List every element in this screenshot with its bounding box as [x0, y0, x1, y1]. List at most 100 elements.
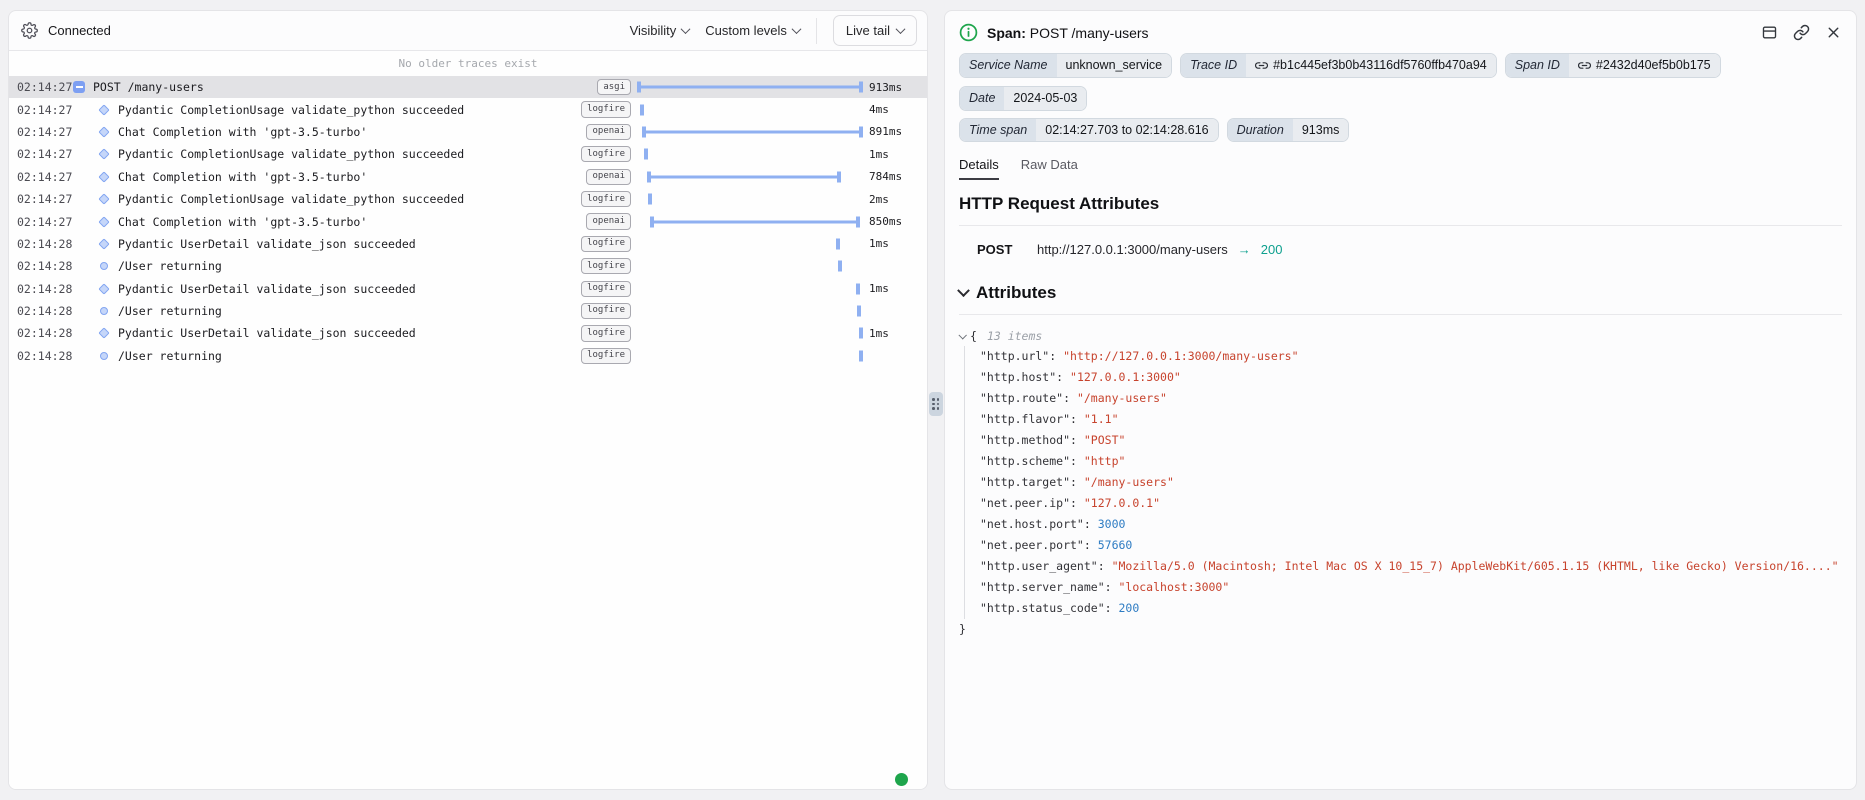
- duration-bar: [648, 193, 653, 205]
- span-tag-cell: openai: [581, 168, 631, 185]
- span-name: Pydantic UserDetail validate_json succee…: [118, 236, 416, 251]
- trace-row[interactable]: 02:14:27 Pydantic CompletionUsage validat…: [9, 143, 927, 165]
- duration-bar: [855, 283, 860, 295]
- trace-row-timestamp: 02:14:28: [17, 259, 73, 274]
- span-name: Pydantic UserDetail validate_json succee…: [118, 281, 416, 296]
- json-key: "http.flavor": [980, 412, 1071, 426]
- span-diamond-icon: [98, 215, 110, 228]
- span-tree-cell: Pydantic CompletionUsage validate_python…: [73, 192, 581, 206]
- span-name: Pydantic CompletionUsage validate_python…: [118, 147, 465, 162]
- span-tag-cell: logfire: [581, 146, 631, 163]
- json-key: "http.route": [980, 391, 1064, 405]
- duration-label: 2ms: [869, 192, 889, 206]
- span-tag-cell: asgi: [581, 79, 631, 96]
- json-line: "http.method": "POST": [980, 430, 1842, 451]
- json-colon: :: [1097, 559, 1112, 573]
- span-tree-cell: Chat Completion with 'gpt-3.5-turbo': [73, 215, 581, 229]
- trace-row-timestamp: 02:14:27: [17, 102, 73, 117]
- span-name: Pydantic CompletionUsage validate_python…: [118, 102, 465, 117]
- span-tree-cell: Pydantic UserDetail validate_json succee…: [73, 237, 581, 251]
- tab-raw-data[interactable]: Raw Data: [1020, 157, 1078, 172]
- timeline-bar-cell: [637, 76, 863, 98]
- timeline-toolbar: Connected Visibility Custom levels Live …: [9, 11, 927, 51]
- trace-row-timestamp: 02:14:28: [17, 348, 73, 363]
- json-line: "http.server_name": "localhost:3000": [980, 577, 1842, 598]
- json-collapse-icon[interactable]: [958, 330, 967, 340]
- badge-value-text: #b1c445ef3b0b43116df5760ffb470a94: [1273, 58, 1487, 73]
- json-colon: :: [1104, 601, 1119, 615]
- badge-value: #b1c445ef3b0b43116df5760ffb470a94: [1246, 54, 1496, 77]
- timeline-bar-cell: [637, 166, 863, 188]
- span-diamond-icon: [98, 327, 110, 340]
- trace-row[interactable]: 02:14:28 Pydantic UserDetail validate_jso…: [9, 233, 927, 255]
- span-tag: logfire: [581, 235, 631, 253]
- json-line: "net.peer.ip": "127.0.0.1": [980, 493, 1842, 514]
- duration-bar: [637, 81, 863, 93]
- trace-row-timestamp: 02:14:27: [17, 147, 73, 162]
- span-diamond-icon: [98, 126, 110, 138]
- timeline-bar-cell: [637, 121, 863, 143]
- json-string-value: "http://127.0.0.1:3000/many-users": [1063, 349, 1299, 363]
- attributes-heading-text: Attributes: [976, 283, 1057, 302]
- chevron-down-icon: [957, 283, 970, 297]
- live-tail-button[interactable]: Live tail: [832, 15, 917, 46]
- gear-icon[interactable]: [21, 22, 38, 39]
- span-tag: openai: [586, 123, 631, 141]
- span-tag-cell: logfire: [581, 258, 631, 275]
- custom-levels-dropdown[interactable]: Custom levels: [705, 23, 802, 38]
- json-key: "http.scheme": [980, 454, 1071, 468]
- dock-panel-icon[interactable]: [1761, 24, 1778, 41]
- span-tag-cell: openai: [581, 213, 631, 230]
- duration-bar: [856, 305, 861, 317]
- visibility-dropdown[interactable]: Visibility: [630, 23, 691, 38]
- span-tag: logfire: [581, 347, 631, 364]
- badge-value-text: unknown_service: [1065, 58, 1163, 73]
- span-details-panel: Span: POST /many-users: [944, 10, 1857, 790]
- chevron-down-icon: [895, 24, 906, 35]
- trace-row-timestamp: 02:14:28: [17, 236, 73, 251]
- close-icon[interactable]: [1825, 24, 1842, 41]
- attributes-heading[interactable]: Attributes: [957, 283, 1842, 315]
- json-key: "http.url": [980, 349, 1050, 363]
- json-key: "http.host": [980, 370, 1057, 384]
- tab-details[interactable]: Details: [959, 157, 999, 180]
- json-string-value: "POST": [1083, 433, 1126, 447]
- timeline-bar-cell: [637, 278, 863, 300]
- json-items: "http.url": "http://127.0.0.1:3000/many-…: [964, 346, 1842, 619]
- span-tag: logfire: [581, 325, 631, 342]
- span-tag: openai: [586, 213, 631, 230]
- log-circle-icon: [100, 262, 108, 271]
- permalink-icon[interactable]: [1793, 24, 1810, 41]
- json-number-value: 57660: [1097, 538, 1133, 552]
- duration-label: 1ms: [869, 282, 889, 296]
- json-string-value: "localhost:3000": [1118, 580, 1230, 594]
- json-key: "http.target": [980, 475, 1071, 489]
- http-status-code: 200: [1260, 242, 1283, 257]
- json-root-line: { 13 items: [958, 325, 1842, 346]
- duration-label: 1ms: [869, 237, 889, 251]
- info-icon: [959, 23, 978, 42]
- json-key: "http.server_name": [980, 580, 1105, 594]
- json-string-value: "/many-users": [1083, 475, 1174, 489]
- trace-row[interactable]: 02:14:27 Pydantic CompletionUsage validat…: [9, 98, 927, 120]
- json-key: "net.host.port": [980, 517, 1084, 531]
- collapse-toggle-icon[interactable]: [73, 81, 85, 94]
- badge-value: 2024-05-03: [1004, 87, 1087, 110]
- json-colon: :: [1056, 370, 1071, 384]
- panel-resize-handle[interactable]: [929, 392, 943, 416]
- live-tail-label: Live tail: [845, 23, 890, 38]
